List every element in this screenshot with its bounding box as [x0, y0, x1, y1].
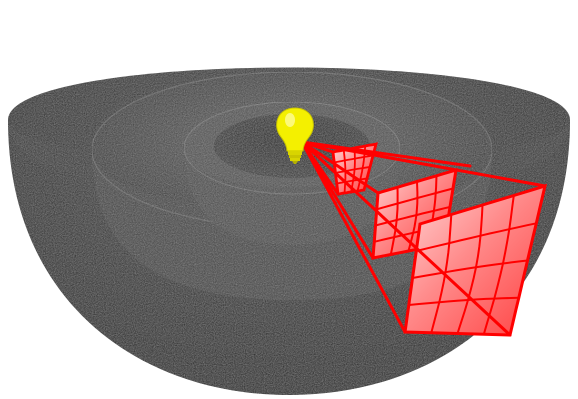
hemisphere-illustration [0, 0, 578, 399]
inverse-square-diagram [0, 0, 578, 399]
